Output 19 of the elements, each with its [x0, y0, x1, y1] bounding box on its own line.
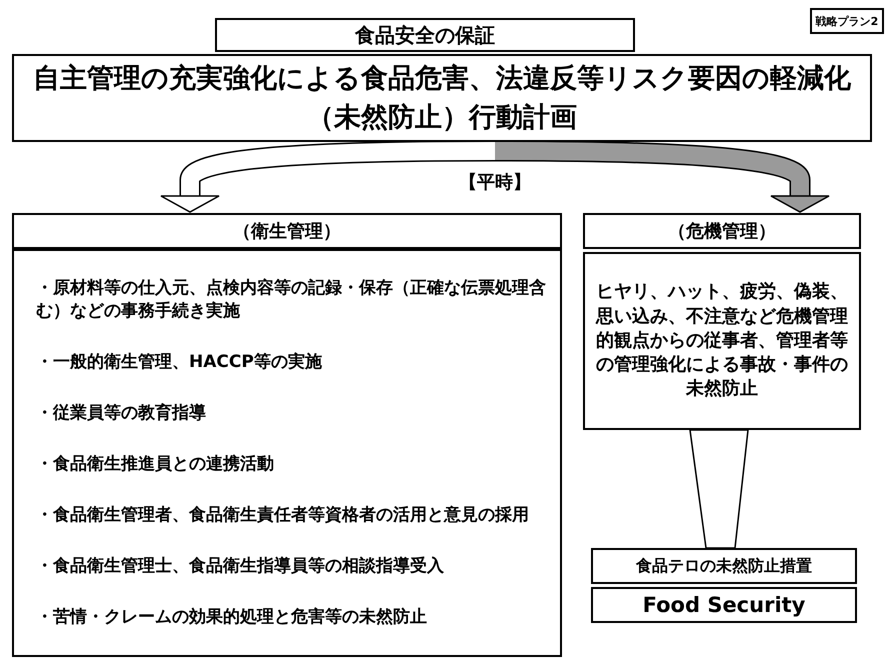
list-box [12, 249, 562, 657]
bullet-item: ・一般的衛生管理、HACCP等の実施 [36, 350, 322, 374]
title-box: 自主管理の充実強化による食品危害、法違反等リスク要因の軽減化（未然防止）行動計画 [12, 54, 872, 142]
measure-box: 食品テロの未然防止措置 [591, 548, 857, 584]
bullet-item: ・原材料等の仕入元、点検内容等の記録・保存（正確な伝票処理含む）などの事務手続き実施 [36, 277, 546, 323]
text-box: ヒヤリ、ハット、疲労、偽装、思い込み、不注意など危機管理的観点からの従事者、管理者等の管理強化による事故・事件の未然防止 [583, 252, 861, 430]
plan-tag: 戦略プラン2 [810, 8, 884, 34]
curved-arrow [160, 142, 496, 213]
section-header: （危機管理） [583, 213, 861, 249]
curved-arrow [494, 142, 830, 213]
heading-box: 食品安全の保証 [215, 18, 635, 52]
bullet-item: ・食品衛生管理者、食品衛生責任者等資格者の活用と意見の採用 [36, 504, 529, 527]
bullet-item: ・食品衛生管理士、食品衛生指導員等の相談指導受入 [36, 554, 444, 578]
bullet-item: ・従業員等の教育指導 [36, 402, 206, 425]
label-box: Food Security [591, 587, 857, 623]
section-header: （衛生管理） [12, 213, 562, 249]
bullet-item: ・食品衛生推進員との連携活動 [36, 452, 274, 476]
funnel-connector [689, 429, 749, 549]
bullet-item: ・苦情・クレームの効果的処理と危害等の未然防止 [36, 606, 427, 629]
